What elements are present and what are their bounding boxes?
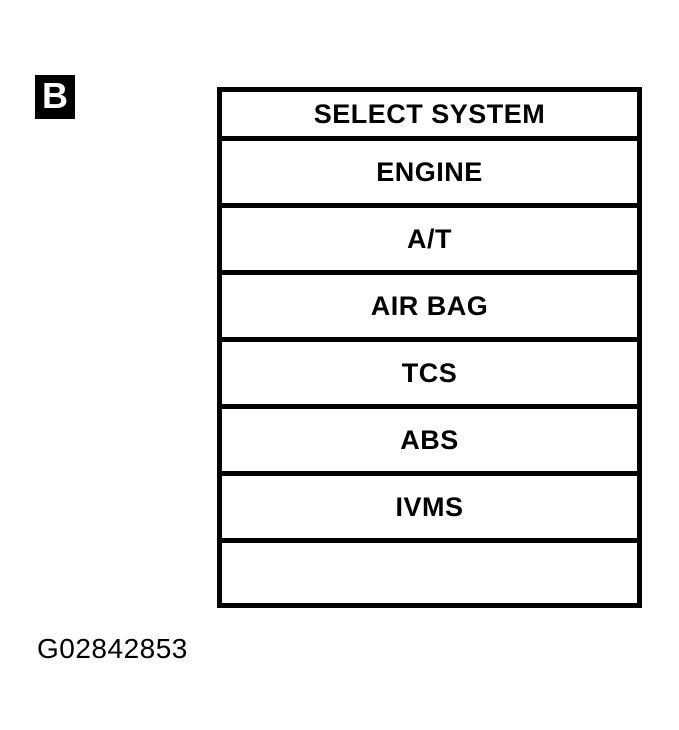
menu-item-at[interactable]: A/T [222,208,637,275]
menu-item-label: TCS [401,357,458,388]
figure-label-box: B [35,75,75,119]
menu-item-label: IVMS [395,491,464,522]
menu-item-label: ABS [400,424,459,455]
menu-item-abs[interactable]: ABS [222,409,637,476]
menu-item-ivms[interactable]: IVMS [222,476,637,543]
menu-item-label: A/T [407,223,452,254]
menu-item-air-bag[interactable]: AIR BAG [222,275,637,342]
figure-label-text: B [42,75,68,116]
select-system-menu: SELECT SYSTEM ENGINE A/T AIR BAG TCS ABS… [217,87,642,608]
menu-item-engine[interactable]: ENGINE [222,141,637,208]
menu-title: SELECT SYSTEM [313,98,546,129]
menu-item-label: AIR BAG [370,290,489,321]
menu-item-empty [222,543,637,603]
figure-id: G02842853 [37,633,188,664]
menu-item-label: ENGINE [376,156,483,187]
menu-title-row: SELECT SYSTEM [222,92,637,141]
menu-item-tcs[interactable]: TCS [222,342,637,409]
